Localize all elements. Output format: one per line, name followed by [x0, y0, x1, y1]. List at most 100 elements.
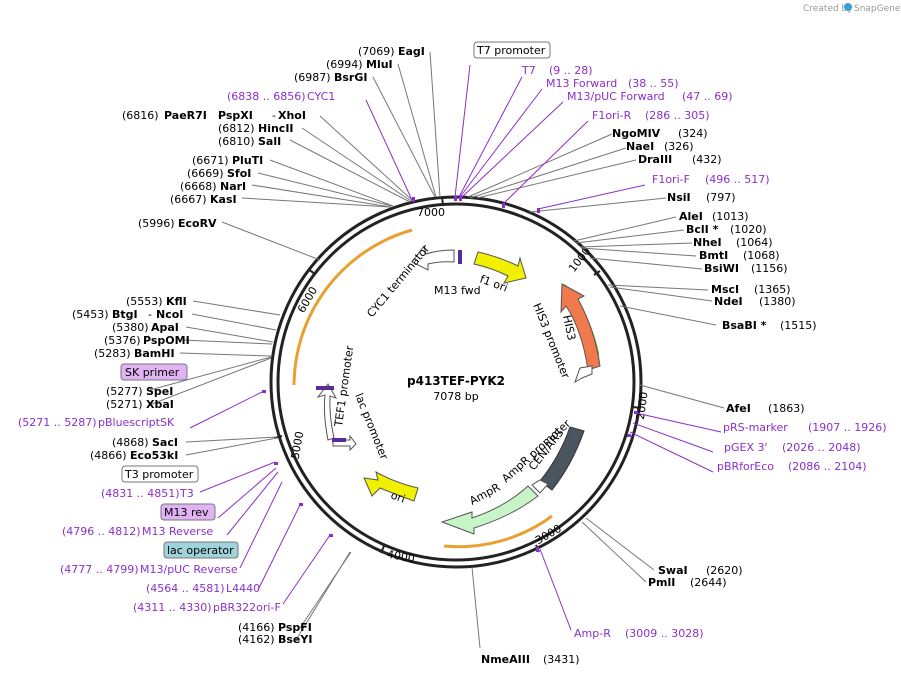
- tick-label-7000: 7000: [417, 206, 445, 219]
- site-ndei-name: NdeI: [714, 295, 743, 308]
- primer-m13puc-fwd-name: M13/pUC Forward: [567, 90, 665, 103]
- lac-operator-box: [163, 541, 239, 559]
- primer-pgex3-range: (2026 .. 2048): [782, 441, 861, 454]
- site-paer7i-name: PaeR7I: [164, 109, 207, 122]
- site-separator-3: -: [148, 308, 152, 321]
- primer-pgex3-name: pGEX 3': [724, 441, 768, 454]
- site-eagi-name: EagI: [398, 45, 425, 58]
- site-nmeaiii-pos: (3431): [543, 653, 580, 666]
- site-pspfi-name: PspFI: [278, 621, 312, 634]
- site-xbai-pos: (5271): [106, 398, 143, 411]
- primer-pbluescriptsk-name: pBluescriptSK: [98, 416, 175, 429]
- t3-promoter-box: [121, 465, 199, 483]
- site-bamhi-name: BamHI: [134, 347, 175, 360]
- site-msci-pos: (1365): [754, 283, 791, 296]
- tick-label-4000: 4000: [386, 548, 416, 566]
- site-nmeaiii-name: NmeAIII: [481, 653, 530, 666]
- site-ngomiv-name: NgoMIV: [612, 127, 661, 140]
- site-bsiwi-pos: (1156): [751, 262, 788, 275]
- site-eco53ki-pos: (4866): [90, 449, 127, 462]
- site-apai-name: ApaI: [151, 321, 179, 334]
- primer-m13puc-fwd-range: (47 .. 69): [682, 90, 733, 103]
- primer-amp-r-name: Amp-R: [574, 627, 611, 640]
- sites-left: (7069) EagI (6994) MluI (6987) BsrGI (68…: [72, 45, 425, 646]
- ampr-arrow: [440, 485, 539, 535]
- site-hincii-pos: (6812): [218, 122, 255, 135]
- t3-promoter-label: T3 promoter: [124, 468, 194, 481]
- ori-label: ori: [389, 489, 407, 506]
- site-saci-name: SacI: [152, 436, 178, 449]
- site-bmti-name: BmtI: [699, 249, 728, 262]
- site-bcli-name: BclI *: [686, 223, 719, 236]
- ampr-orf-arc: [443, 514, 553, 549]
- site-swai-pos: (2620): [706, 564, 743, 577]
- his3-arrow: [560, 283, 601, 371]
- m13-fwd-label: M13 fwd: [434, 284, 481, 297]
- ampr-promoter-arrow: [531, 479, 549, 494]
- primer-cyc1-name: CYC1: [307, 90, 335, 103]
- site-afei-name: AfeI: [726, 402, 751, 415]
- site-xbai-name: XbaI: [146, 398, 174, 411]
- t7-promoter-box: [473, 41, 551, 59]
- site-sfoi-pos: (6669): [187, 167, 224, 180]
- primer-pbr322ori-f-name: pBR322ori-F: [213, 601, 281, 614]
- primer-pbrforeco-name: pBRforEco: [717, 460, 774, 473]
- site-pmli-name: PmlI: [648, 576, 675, 589]
- cyc1-terminator-label: CYC1 terminator: [364, 242, 432, 320]
- site-kfli-name: KflI: [166, 295, 187, 308]
- primer-leaders: [189, 64, 722, 631]
- t7-promoter-label: T7 promoter: [476, 44, 546, 57]
- site-kasi-name: KasI: [210, 193, 237, 206]
- credit-app: SnapGene: [854, 4, 901, 14]
- site-ngomiv-pos: (324): [678, 127, 708, 140]
- primer-t7-range: (9 .. 28): [549, 64, 593, 77]
- site-ecorv-name: EcoRV: [178, 217, 217, 230]
- primer-t3-range: (4831 .. 4851): [101, 487, 180, 500]
- plasmid-length: 7078 bp: [433, 390, 478, 403]
- lac-promoter-label: lac promoter: [352, 391, 391, 462]
- site-kasi-pos: (6667): [170, 193, 207, 206]
- site-bmti-pos: (1068): [743, 249, 780, 262]
- primer-f1ori-r-range: (286 .. 305): [645, 109, 710, 122]
- his3-promoter-arrow: [574, 365, 593, 384]
- site-spei-name: SpeI: [146, 385, 173, 398]
- backbone-inner-circle: [276, 202, 636, 562]
- primer-m13fwd-range: (38 .. 55): [628, 77, 679, 90]
- site-bseyi-name: BseYI: [278, 633, 312, 646]
- site-ndei-pos: (1380): [759, 295, 796, 308]
- primer-m13puc-rev-name: M13/pUC Reverse: [140, 563, 238, 576]
- site-nhei-name: NheI: [693, 236, 722, 249]
- primer-pbr322ori-f-range: (4311 .. 4330): [133, 601, 212, 614]
- site-bseyi-pos: (4162): [238, 633, 275, 646]
- primer-m13puc-rev-range: (4777 .. 4799): [60, 563, 139, 576]
- site-separator-1: -: [218, 109, 222, 122]
- site-eagi-pos: (7069): [358, 45, 395, 58]
- primer-prs-marker-range: (1907 .. 1926): [808, 421, 887, 434]
- tick-label-5000: 5000: [289, 430, 307, 460]
- site-bsrgi-name: BsrGI: [334, 71, 367, 84]
- his3-label: HIS3: [560, 314, 578, 342]
- site-nsii-name: NsiI: [667, 191, 691, 204]
- site-paer7i-pos: (6816): [122, 109, 159, 122]
- site-nsii-pos: (797): [706, 191, 736, 204]
- primer-amp-r-range: (3009 .. 3028): [625, 627, 704, 640]
- f1-ori-label: f1 ori: [478, 273, 509, 295]
- primer-f1ori-f-name: F1ori-F: [652, 173, 690, 186]
- site-xhoi-name: XhoI: [278, 109, 306, 122]
- site-pspxi-name: PspXI: [218, 109, 253, 122]
- t3-mark: [332, 438, 346, 442]
- tef1-promoter-arrow: [316, 383, 338, 441]
- site-apai-pos: (5380): [112, 321, 149, 334]
- primer-t7-name: T7: [521, 64, 536, 77]
- credit-prefix: Created by: [803, 4, 853, 14]
- pyk2-orf-arc: [292, 228, 413, 386]
- primer-f1ori-r-name: F1ori-R: [592, 109, 632, 122]
- primer-t3-name: T3: [179, 487, 194, 500]
- site-kfli-pos: (5553): [126, 295, 163, 308]
- site-naei-name: NaeI: [626, 140, 654, 153]
- site-draiii-name: DraIII: [638, 153, 672, 166]
- plasmid-name: p413TEF-PYK2: [407, 374, 505, 388]
- site-ecorv-pos: (5996): [138, 217, 175, 230]
- site-naei-pos: (326): [664, 140, 694, 153]
